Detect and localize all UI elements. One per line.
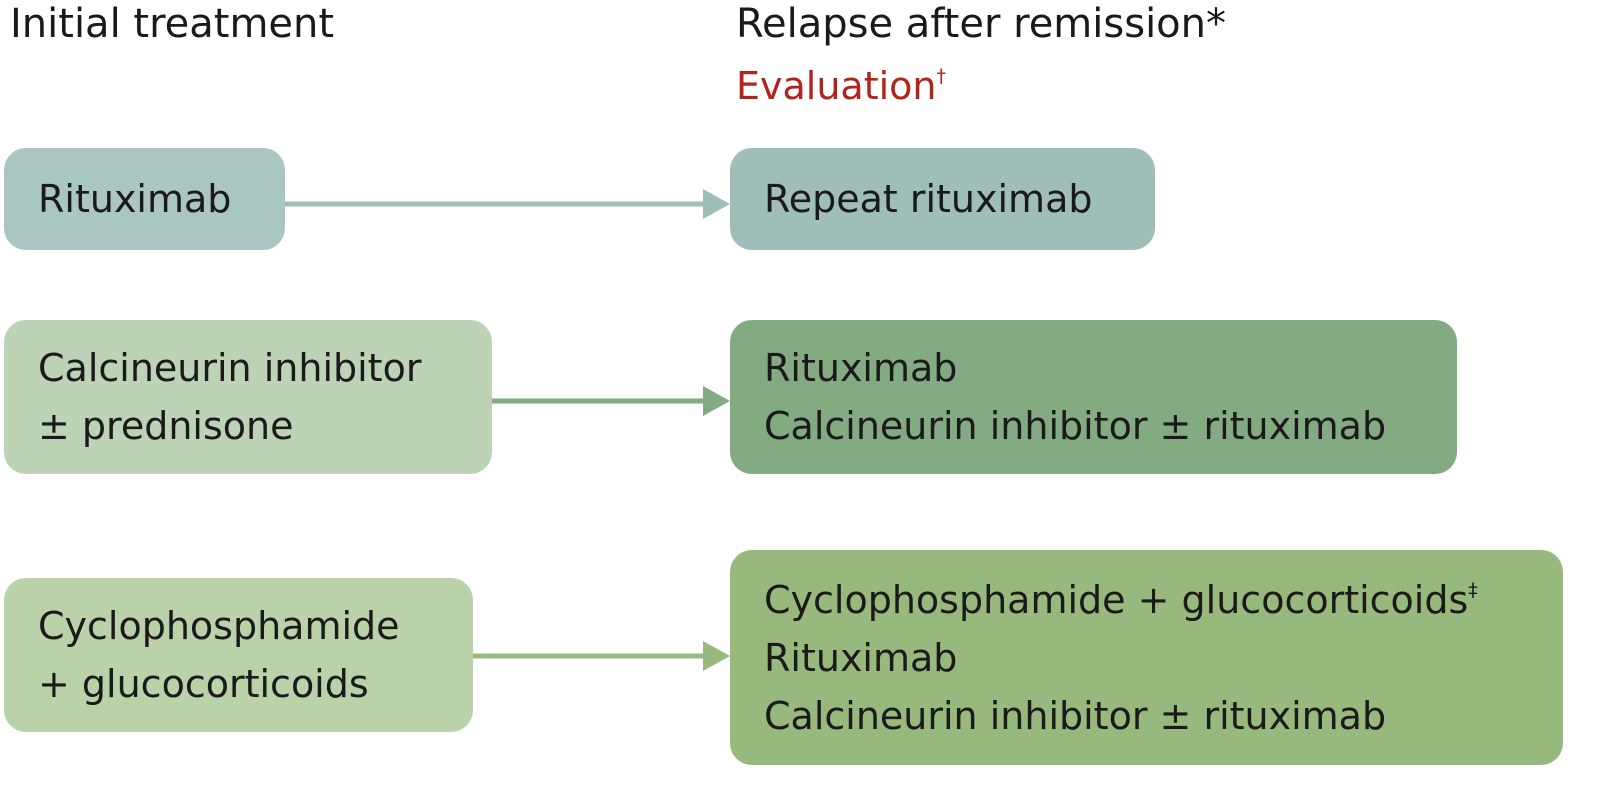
asterisk-footnote-mark: * (1206, 1, 1226, 47)
box-line: Cyclophosphamide (38, 604, 400, 648)
evaluation-note: Evaluation† (736, 64, 947, 108)
initial-treatment-heading: Initial treatment (10, 1, 335, 47)
relapse-cyclophosphamide-box: Cyclophosphamide + glucocorticoids‡ Ritu… (730, 550, 1563, 765)
relapse-heading: Relapse after remission* (736, 1, 1226, 47)
box-line: Rituximab (764, 346, 958, 390)
box-line: Calcineurin inhibitor (38, 346, 422, 390)
arrow-row-2 (492, 386, 730, 416)
arrow-row-2-head (703, 386, 730, 416)
relapse-repeat-rituximab-box: Repeat rituximab (730, 148, 1155, 250)
arrow-row-3-head (703, 641, 730, 671)
arrow-row-1-head (703, 189, 730, 219)
box-line: + glucocorticoids (38, 662, 369, 706)
arrow-row-1 (285, 189, 730, 219)
box-line: Cyclophosphamide + glucocorticoids‡ (764, 577, 1478, 622)
box-line: Calcineurin inhibitor ± rituximab (764, 404, 1387, 448)
box-line: Rituximab (764, 635, 958, 680)
initial-rituximab-box: Rituximab (4, 148, 285, 250)
initial-cyclophosphamide-box: Cyclophosphamide + glucocorticoids (4, 578, 473, 732)
double-dagger-footnote-mark: ‡ (1468, 578, 1478, 601)
box-line: Rituximab (38, 177, 232, 221)
initial-calcineurin-box: Calcineurin inhibitor ± prednisone (4, 320, 492, 474)
arrow-row-3 (473, 641, 730, 671)
box-line: Calcineurin inhibitor ± rituximab (764, 693, 1387, 738)
relapse-calcineurin-box: Rituximab Calcineurin inhibitor ± rituxi… (730, 320, 1457, 474)
box-line: ± prednisone (38, 404, 294, 448)
box-line: Repeat rituximab (764, 177, 1093, 221)
dagger-footnote-mark: † (936, 64, 947, 87)
